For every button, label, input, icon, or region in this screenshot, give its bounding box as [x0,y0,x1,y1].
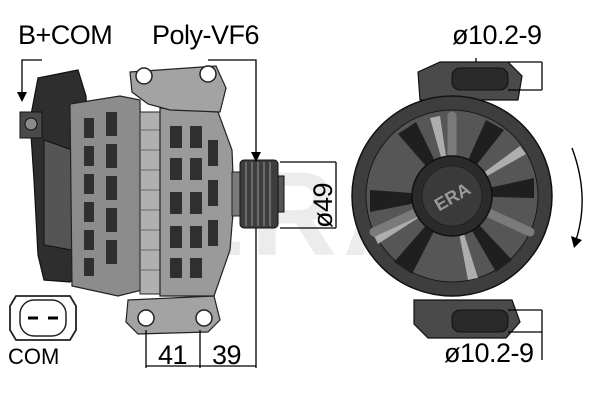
poly-v-pulley [239,159,285,229]
plug-connector-icon [9,295,77,341]
b-com-arrowhead [17,92,27,102]
dim-right-label: 39 [212,340,242,370]
b-com-leader [21,59,42,96]
poly-leader [208,59,257,160]
dim-left-label: 41 [158,340,188,370]
pulley-diameter-label: ø49 [308,182,338,228]
shaft [231,171,241,217]
rotation-arrow-icon [571,147,583,248]
poly-vf6-label: Poly-VF6 [152,20,260,50]
mount-bottom-label: ø10.2-9 [444,338,534,368]
b-terminal-nut [24,117,38,131]
com-label: COM [8,344,60,369]
mount-top-label: ø10.2-9 [452,20,542,50]
b-com-label: B+COM [18,20,113,50]
alternator-front-view: ERA [351,61,553,339]
alternator-side-view [19,65,285,335]
stator-band [139,111,161,295]
poly-arrowhead [251,152,261,162]
